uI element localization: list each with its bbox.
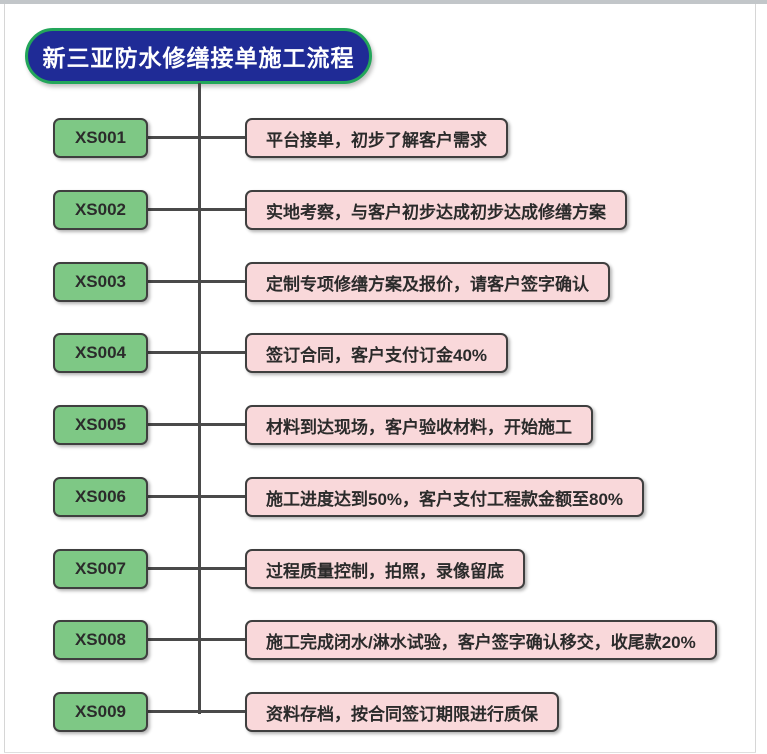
step-code-node: XS001: [53, 118, 148, 158]
flow-step-row: XS002 实地考察，与客户初步达成初步达成修缮方案: [0, 190, 767, 230]
step-description-label: 施工进度达到50%，客户支付工程款金额至80%: [266, 489, 624, 509]
step-code-node: XS005: [53, 405, 148, 445]
step-code-node: XS008: [53, 620, 148, 660]
step-description-node: 施工进度达到50%，客户支付工程款金额至80%: [245, 477, 645, 517]
row-connector-line: [146, 495, 246, 498]
canvas-edge-right: [755, 4, 756, 752]
step-description-node: 签订合同，客户支付订金40%: [245, 333, 509, 373]
flow-title-label: 新三亚防水修缮接单施工流程: [42, 45, 355, 71]
step-code-label: XS003: [74, 272, 127, 291]
canvas-edge-left: [4, 4, 5, 752]
flow-title-node: 新三亚防水修缮接单施工流程: [25, 28, 372, 84]
step-code-node: XS007: [53, 549, 148, 589]
step-description-node: 材料到达现场，客户验收材料，开始施工: [245, 405, 593, 445]
step-description-label: 资料存档，按合同签订期限进行质保: [266, 704, 538, 724]
row-connector-line: [146, 710, 246, 713]
step-description-label: 定制专项修缮方案及报价，请客户签字确认: [266, 274, 589, 294]
trunk-line: [198, 83, 201, 714]
canvas-edge-top: [0, 0, 767, 4]
flow-step-row: XS005 材料到达现场，客户验收材料，开始施工: [0, 405, 767, 445]
row-connector-line: [146, 638, 246, 641]
step-description-node: 平台接单，初步了解客户需求: [245, 118, 508, 158]
row-connector-line: [146, 280, 246, 283]
step-description-label: 平台接单，初步了解客户需求: [266, 130, 487, 150]
row-connector-line: [146, 567, 246, 570]
step-description-node: 施工完成闭水/淋水试验，客户签字确认移交，收尾款20%: [245, 620, 717, 660]
step-description-node: 过程质量控制，拍照，录像留底: [245, 549, 525, 589]
step-code-label: XS008: [74, 630, 127, 649]
step-description-label: 签订合同，客户支付订金40%: [266, 345, 488, 365]
flow-step-row: XS004 签订合同，客户支付订金40%: [0, 333, 767, 373]
step-code-node: XS009: [53, 692, 148, 732]
step-description-label: 施工完成闭水/淋水试验，客户签字确认移交，收尾款20%: [266, 632, 696, 652]
step-code-label: XS004: [74, 343, 127, 362]
step-code-node: XS002: [53, 190, 148, 230]
step-code-label: XS007: [74, 559, 127, 578]
step-description-label: 实地考察，与客户初步达成初步达成修缮方案: [266, 202, 606, 222]
flow-step-row: XS003 定制专项修缮方案及报价，请客户签字确认: [0, 262, 767, 302]
step-code-label: XS002: [74, 200, 127, 219]
flow-step-row: XS008 施工完成闭水/淋水试验，客户签字确认移交，收尾款20%: [0, 620, 767, 660]
row-connector-line: [146, 423, 246, 426]
step-description-label: 过程质量控制，拍照，录像留底: [266, 561, 504, 581]
row-connector-line: [146, 208, 246, 211]
row-connector-line: [146, 351, 246, 354]
step-code-label: XS009: [74, 702, 127, 721]
step-code-node: XS004: [53, 333, 148, 373]
step-code-node: XS003: [53, 262, 148, 302]
step-code-label: XS005: [74, 415, 127, 434]
flow-step-row: XS007 过程质量控制，拍照，录像留底: [0, 549, 767, 589]
flow-step-row: XS009 资料存档，按合同签订期限进行质保: [0, 692, 767, 732]
flow-step-row: XS006 施工进度达到50%，客户支付工程款金额至80%: [0, 477, 767, 517]
step-code-label: XS001: [74, 128, 127, 147]
row-connector-line: [146, 136, 246, 139]
canvas-edge-bottom: [4, 752, 756, 753]
step-description-node: 定制专项修缮方案及报价，请客户签字确认: [245, 262, 610, 302]
step-description-node: 实地考察，与客户初步达成初步达成修缮方案: [245, 190, 627, 230]
step-code-label: XS006: [74, 487, 127, 506]
flow-step-row: XS001 平台接单，初步了解客户需求: [0, 118, 767, 158]
step-description-node: 资料存档，按合同签订期限进行质保: [245, 692, 559, 732]
step-description-label: 材料到达现场，客户验收材料，开始施工: [266, 417, 572, 437]
step-code-node: XS006: [53, 477, 148, 517]
